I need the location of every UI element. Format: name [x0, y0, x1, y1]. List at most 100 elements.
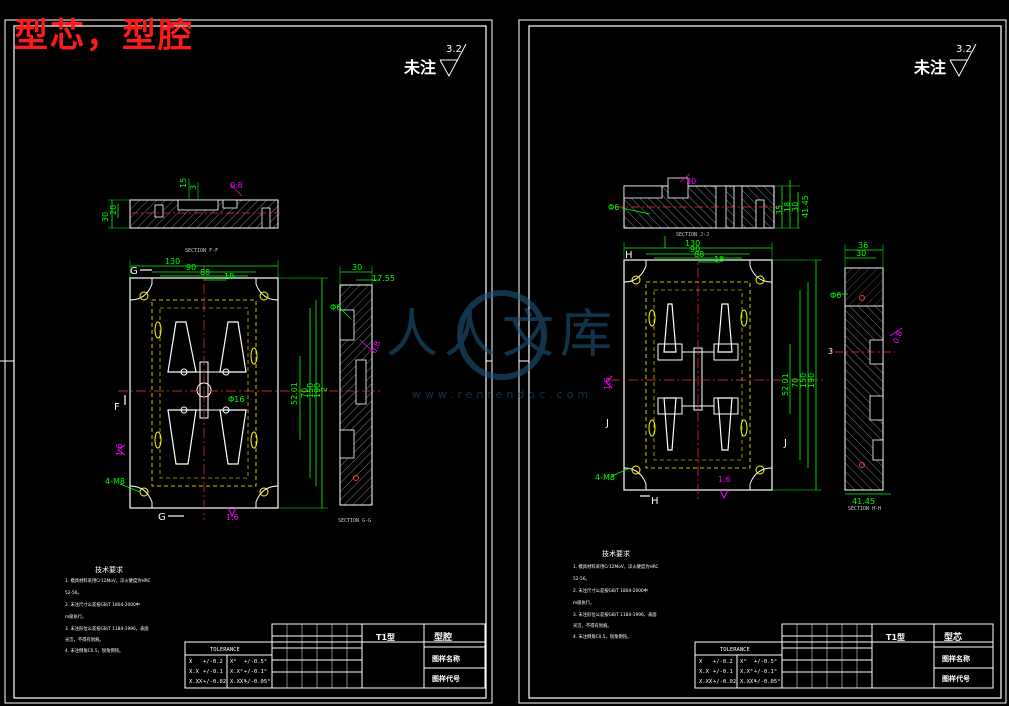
dim-15: 15	[179, 178, 188, 188]
dim-r-36: 36	[858, 241, 868, 250]
right-tech-title: 技术要求	[602, 549, 630, 558]
cut-letter-h-bottom: H	[651, 496, 659, 507]
dim-4-m8: 4-M8	[105, 477, 125, 486]
dim-20: 20	[109, 205, 118, 215]
dim-r-s30: 30	[856, 249, 866, 258]
right-surface-note: 未注	[914, 58, 947, 77]
dim-150: 150	[306, 383, 315, 398]
left-sheet	[0, 19, 493, 704]
left-tol-r2c3: +/-0.05°	[244, 679, 271, 685]
right-tech-line-4: m级执行。	[573, 599, 594, 606]
left-tol-r0c3: +/-0.5°	[244, 659, 267, 665]
dim-88: 88	[200, 268, 210, 277]
dim-130: 130	[165, 257, 180, 266]
right-code-label: 图样代号	[942, 674, 970, 683]
left-tol-r1c0: X.X	[189, 669, 200, 675]
left-tech-line-7: 4. 未注倒角C0.5，锐角倒钝。	[65, 647, 123, 654]
right-tol-r1c3: +/-0.1°	[754, 669, 777, 675]
dim-r-4-m8: 4-M8	[595, 473, 615, 482]
dim-r-52.01: 52.01	[781, 373, 790, 396]
left-tol-r1c2: X.X°	[230, 669, 243, 675]
left-inner-frame	[13, 25, 487, 699]
left-tol-r2c0: X.XX	[189, 679, 203, 685]
right-tech-line-2: 52-56。	[573, 576, 590, 582]
left-roughness-symbol	[439, 43, 467, 78]
dim-r-90: 90	[690, 245, 700, 254]
dim-r-30: 30	[686, 177, 696, 186]
rough-1.6-a: 1.6	[115, 443, 124, 456]
left-tolerance-title: TOLERANCE	[210, 647, 240, 653]
dim-r-phi6b: Φ6	[830, 291, 841, 300]
left-tol-r0c0: X	[189, 659, 193, 665]
dim-r-150: 150	[799, 373, 808, 388]
right-drawing-code: T1型	[886, 632, 905, 642]
cut-letter-f: F	[114, 402, 120, 413]
dim-r-0.8: 0.8	[891, 330, 904, 345]
dim-52.01: 52.01	[290, 382, 299, 405]
dim-r-3: 3	[828, 347, 833, 356]
left-tol-r2c2: X.XX°	[230, 679, 247, 685]
left-tol-r2c1: +/-0.02	[203, 679, 226, 685]
dim-90: 90	[186, 263, 196, 272]
left-title-block	[184, 623, 486, 689]
right-tech-line-7: 4. 未注倒角C0.5，锐角倒钝。	[573, 633, 631, 640]
left-tol-r0c2: X°	[230, 659, 237, 665]
rough-r-1.6-a: 1.6	[603, 377, 612, 390]
right-tol-r2c0: X.XX	[699, 679, 713, 685]
right-tol-r0c1: +/-0.2	[713, 659, 733, 665]
dim-3: 3	[189, 185, 198, 190]
left-tol-r1c3: +/-0.1°	[244, 669, 267, 675]
left-part-name: 型腔	[434, 631, 452, 643]
left-tech-title: 技术要求	[95, 565, 123, 574]
right-part-name: 型芯	[944, 631, 962, 643]
dim-18: 18	[224, 272, 234, 281]
right-tolerance-title: TOLERANCE	[720, 647, 750, 653]
right-tol-r0c0: X	[699, 659, 703, 665]
right-tol-r2c1: +/-0.02	[713, 679, 736, 685]
rough-r-1.6-b: 1.6	[718, 475, 731, 484]
right-plan-view	[605, 242, 826, 500]
right-tech-line-1: 1. 模具材料采用Cr12MoV，淬火硬度为HRC	[573, 563, 659, 570]
dim-r-18: 18	[783, 202, 792, 212]
dim-r-130: 130	[685, 239, 700, 248]
left-tech-line-3: 2. 未注尺寸公差按GB/T 1804-2000中	[65, 601, 140, 608]
right-roughness-value: 3.2	[956, 44, 972, 55]
right-title-block	[694, 623, 994, 689]
dim-side-0.8: 0.8	[369, 340, 382, 355]
right-inner-frame	[528, 25, 1002, 699]
dim-phi16: Φ16	[228, 395, 244, 404]
left-tech-line-4: m级执行。	[65, 613, 86, 620]
cut-letter-j-left: J	[605, 418, 609, 429]
right-name-label: 图样名称	[942, 654, 970, 663]
cut-letter-g-top: G	[130, 266, 138, 277]
cut-letter-j-right: J	[783, 438, 787, 449]
dim-70: 70	[300, 388, 309, 398]
dim-side-17.55: 17.55	[372, 274, 395, 283]
watermark: 人人文库 www.renrendoc.com	[352, 280, 652, 410]
left-surface-note: 未注	[404, 58, 437, 77]
dim-r-190: 190	[807, 373, 816, 388]
watermark-brand: 人人文库	[386, 305, 618, 365]
right-tol-r2c3: +/-0.05°	[754, 679, 781, 685]
dim-r-88: 88	[694, 250, 704, 259]
section-f-f-title: SECTION F-F	[185, 248, 218, 254]
left-drawing-code: T1型	[376, 632, 395, 642]
dim-r-18b: 18	[714, 255, 724, 264]
right-tol-r0c2: X°	[740, 659, 747, 665]
right-tol-r2c2: X.XX°	[740, 679, 757, 685]
watermark-logo-icon: 人人文库 www.renrendoc.com	[386, 290, 618, 401]
right-tech-line-6: 光洁，不得有划痕。	[573, 622, 612, 629]
right-tol-r1c2: X.X°	[740, 669, 753, 675]
dim-190: 190	[313, 383, 322, 398]
right-top-section-view	[615, 173, 800, 248]
dim-r-35: 35	[775, 205, 784, 215]
dim-phi6: Φ6	[330, 303, 341, 312]
section-j-j-title: SECTION J-J	[676, 232, 709, 238]
rough-1.6-b: 1.6	[226, 513, 239, 522]
dim-r-phi6: Φ6	[608, 203, 619, 212]
dim-r-70: 70	[791, 378, 800, 388]
left-tech-line-1: 1. 模具材料采用Cr12MoV，淬火硬度为HRC	[65, 577, 151, 584]
left-plan-view	[117, 260, 330, 520]
right-sheet	[518, 19, 1007, 704]
left-name-label: 图样名称	[432, 654, 460, 663]
